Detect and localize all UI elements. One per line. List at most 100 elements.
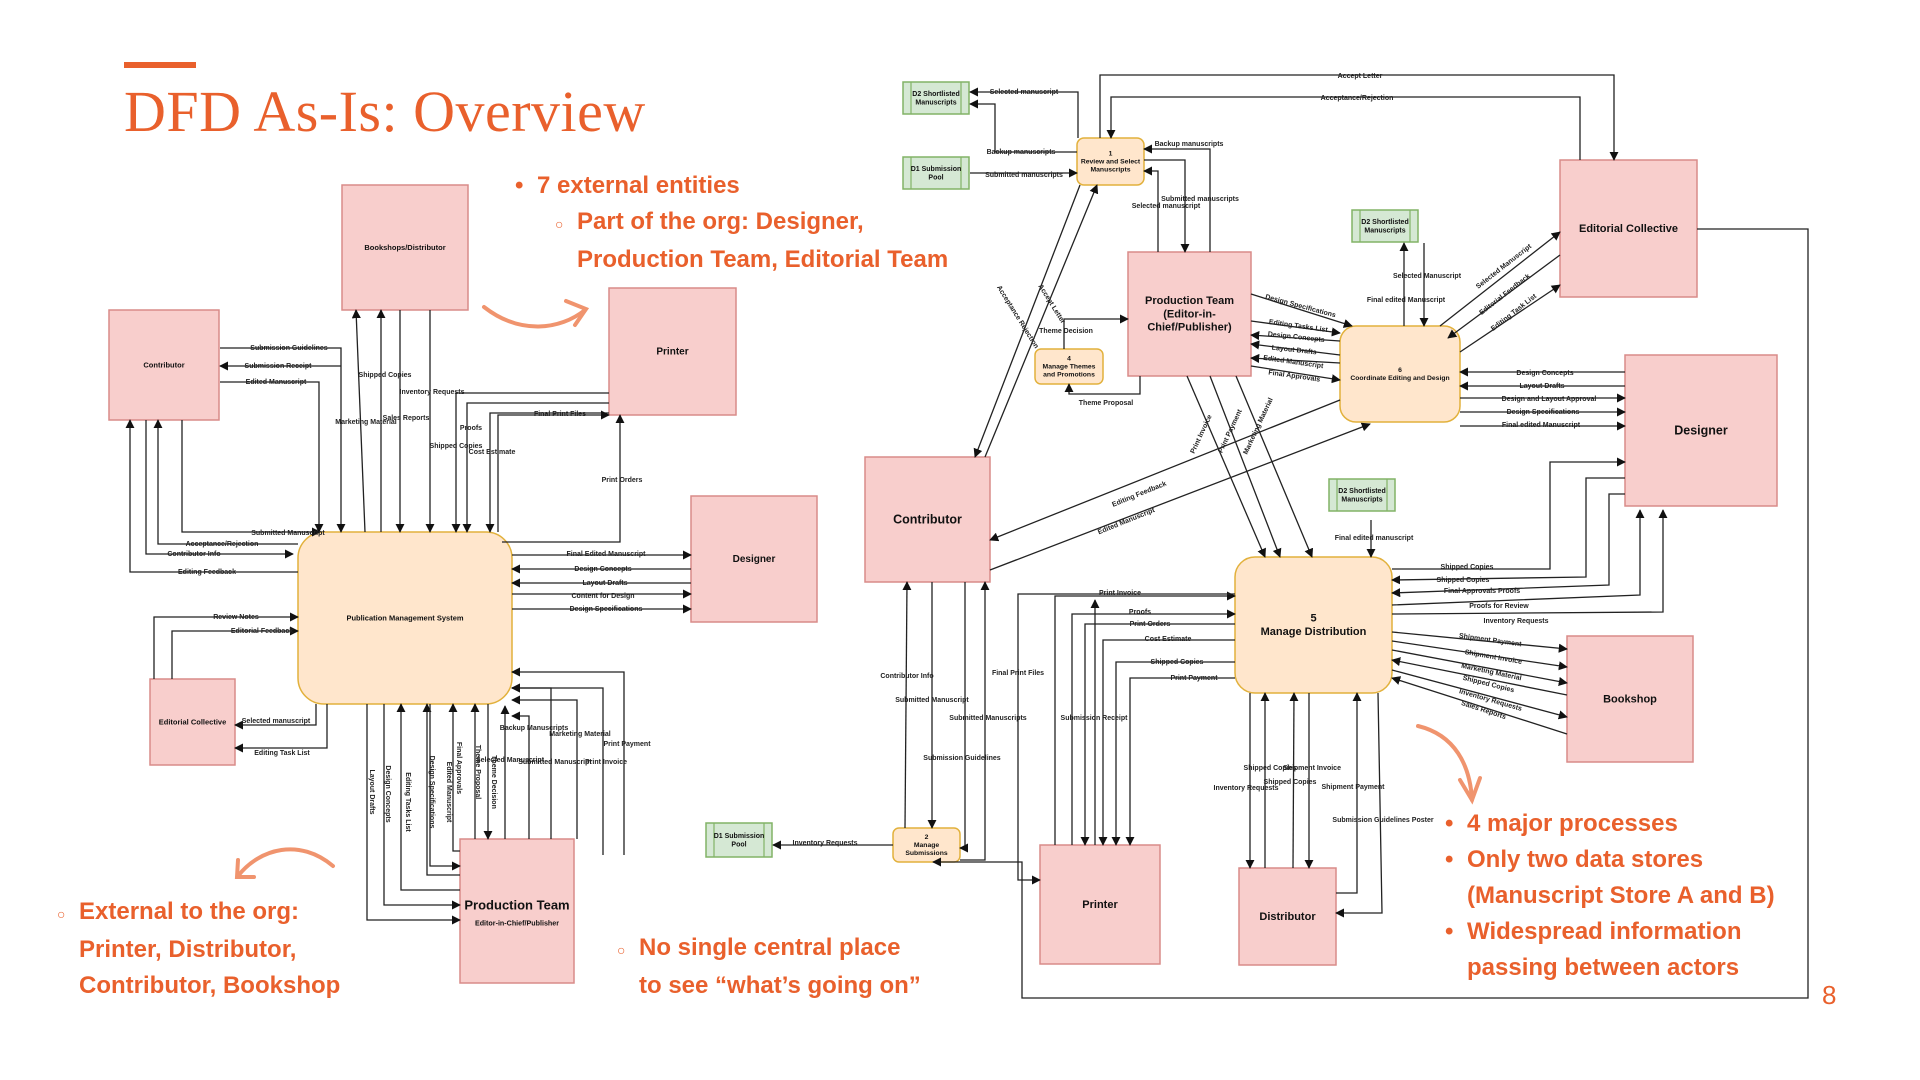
data-flow: Shipment Payment bbox=[1321, 692, 1385, 894]
data-flow: Inventory Requests bbox=[400, 310, 465, 533]
note-text: External to the org: bbox=[79, 898, 300, 925]
title-accent-bar bbox=[124, 62, 196, 68]
flow-label: Submission Receipt bbox=[1061, 715, 1129, 722]
entity-shape bbox=[864, 456, 991, 583]
data-flow: Theme Decision bbox=[483, 704, 497, 840]
data-flow: Editing Tasks List bbox=[1250, 319, 1341, 337]
flow-line bbox=[511, 711, 530, 839]
flow-line bbox=[1250, 353, 1341, 364]
flow-line bbox=[462, 402, 609, 533]
flow-line bbox=[1235, 375, 1314, 558]
node-contrib: Contributor bbox=[864, 456, 991, 583]
node-sublabel: Editor-in-Chief/Publisher bbox=[475, 919, 559, 927]
node-label: Manuscripts bbox=[1364, 227, 1405, 234]
flow-line bbox=[973, 184, 1081, 458]
page-number: 8 bbox=[1822, 980, 1837, 1010]
node-label: Distributor bbox=[1259, 911, 1316, 923]
bullet-icon: ○ bbox=[57, 906, 66, 922]
data-flow: Final Approvals bbox=[448, 703, 462, 852]
data-flow: Inventory Requests bbox=[1214, 693, 1279, 869]
flow-line bbox=[1098, 639, 1235, 846]
flow-label: Editing Task List bbox=[254, 750, 310, 757]
flow-line bbox=[1063, 314, 1129, 349]
node-label: Bookshops/Distributor bbox=[364, 243, 445, 252]
flow-label: Layout Drafts bbox=[1271, 345, 1317, 357]
data-flow: Contributor Info bbox=[880, 581, 934, 829]
entity-shape bbox=[108, 309, 220, 421]
node-editorial: Editorial Collective bbox=[149, 678, 236, 766]
flow-line bbox=[1391, 640, 1568, 671]
flow-line bbox=[220, 381, 324, 533]
data-flow: Layout Drafts bbox=[366, 704, 461, 925]
data-flow: Acceptance/Rejection bbox=[1106, 95, 1581, 160]
node-label: Editorial Collective bbox=[159, 717, 227, 726]
data-flow: Selected manuscript bbox=[234, 704, 317, 730]
flow-line bbox=[1250, 340, 1341, 356]
flow-line bbox=[1064, 376, 1141, 395]
flow-line bbox=[1391, 676, 1568, 735]
entity-shape bbox=[1566, 635, 1694, 763]
process-shape bbox=[1339, 325, 1461, 423]
node-label: and Promotions bbox=[1043, 372, 1095, 379]
data-flow: Submitted manuscripts bbox=[970, 168, 1078, 179]
flow-line bbox=[429, 704, 461, 871]
flow-label: Print Invoice bbox=[1190, 414, 1214, 455]
flow-label: Accept Letter bbox=[1338, 73, 1383, 80]
data-flow: Contributor Info bbox=[145, 420, 294, 559]
flow-label: Design Concepts bbox=[384, 765, 391, 822]
flow-label: Marketing Material bbox=[335, 419, 397, 426]
flow-label: Print Orders bbox=[602, 477, 643, 484]
node-label: Pool bbox=[928, 174, 943, 181]
node-edcol: Editorial Collective bbox=[1559, 159, 1698, 298]
flow-line bbox=[1459, 284, 1561, 353]
flow-label: Design Concepts bbox=[1516, 370, 1573, 377]
entity-shape bbox=[608, 287, 737, 416]
data-flow: Backup manuscripts bbox=[969, 99, 1077, 156]
flow-line bbox=[366, 704, 461, 925]
flow-label: Cost Estimate bbox=[469, 449, 516, 456]
flow-label: Layout Drafts bbox=[368, 769, 375, 814]
bullet-icon: • bbox=[1445, 846, 1454, 873]
flow-label: Editing Tasks List bbox=[404, 772, 411, 832]
data-flow: Final edited Manuscript bbox=[1460, 421, 1626, 431]
entity-shape bbox=[1624, 354, 1778, 507]
node-label: Coordinate Editing and Design bbox=[1350, 375, 1449, 382]
flow-line bbox=[969, 99, 1077, 153]
flow-line bbox=[497, 410, 610, 532]
flow-label: Final Edited Manuscript bbox=[567, 551, 647, 558]
flow-label: Inventory Requests bbox=[400, 389, 465, 396]
flow-line bbox=[511, 683, 604, 855]
flow-label: Selected manuscript bbox=[990, 89, 1059, 96]
node-label: 6 bbox=[1398, 367, 1402, 374]
flow-label: Layout Drafts bbox=[582, 580, 627, 587]
node-contributor: Contributor bbox=[108, 309, 220, 421]
data-flow: Print Payment bbox=[511, 667, 651, 855]
data-flow: Shipment Payment bbox=[1391, 631, 1568, 653]
flow-label: Print Payment bbox=[1170, 675, 1218, 682]
node-label: Manuscripts bbox=[1341, 496, 1382, 503]
store-shape bbox=[902, 81, 970, 115]
flow-label: Proofs for Review bbox=[1469, 603, 1529, 610]
data-flow: Print Invoice bbox=[511, 683, 627, 855]
data-flow: Sales Reports bbox=[383, 310, 429, 533]
data-flow: Shipped Copies bbox=[1111, 659, 1235, 846]
store-shape bbox=[1328, 478, 1396, 512]
node-prod: Production Team(Editor-in-Chief/Publishe… bbox=[1127, 251, 1252, 377]
data-flow: Submitted Manuscript bbox=[895, 582, 969, 829]
node-distributor: Distributor bbox=[1238, 867, 1337, 966]
data-flow: Edited Manuscript bbox=[220, 379, 324, 533]
flow-label: Shipped Copies bbox=[1151, 659, 1204, 666]
bullet-icon: ○ bbox=[555, 216, 564, 232]
data-flow: Selected Manuscript bbox=[1393, 243, 1462, 327]
node-label: Review and Select bbox=[1081, 159, 1141, 166]
node-label: Bookshop bbox=[1603, 693, 1657, 705]
data-flow: Backup Manuscripts bbox=[500, 711, 568, 839]
flow-label: Theme Decision bbox=[490, 755, 497, 809]
data-flow: Final Edited Manuscript bbox=[512, 550, 692, 560]
note-text: (Manuscript Store A and B) bbox=[1467, 882, 1775, 909]
node-label: Printer bbox=[1082, 899, 1118, 911]
data-flow: Submission Guidelines bbox=[220, 345, 346, 533]
